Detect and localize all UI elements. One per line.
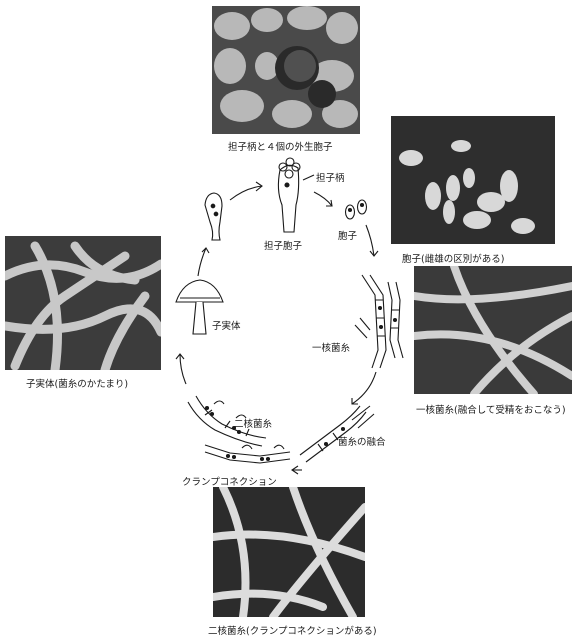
label-spore: 胞子: [338, 228, 357, 242]
label-monokaryotic-hypha: 一核菌糸: [312, 340, 350, 354]
spore-drawing: [346, 200, 367, 219]
dikaryon-photo-caption: 二核菌糸(クランプコネクションがある): [208, 623, 377, 637]
label-clamp-connection: クランプコネクション: [182, 474, 277, 488]
monokaryon-photo-caption: 一核菌糸(融合して受精をおこなう): [416, 402, 566, 416]
spore-photo-caption: 胞子(雌雄の区別がある): [402, 251, 504, 265]
basidium-drawing: [278, 158, 314, 232]
monokaryotic-hypha-drawing: [355, 275, 403, 368]
label-basidiospore: 担子胞子: [264, 238, 302, 252]
label-dikaryotic-hypha: 二核菌糸: [234, 416, 272, 430]
basidium-photo-caption: 担子柄と４個の外生胞子: [228, 139, 333, 153]
label-basidium: 担子柄: [316, 170, 345, 184]
dikaryon-photo: [213, 487, 365, 617]
monokaryon-photo: [414, 266, 572, 394]
spore-photo: [391, 116, 555, 244]
fruiting-body-photo: [5, 236, 161, 370]
basidiospore-drawing: [205, 193, 222, 240]
label-hyphal-fusion: 菌糸の融合: [338, 434, 386, 448]
cycle-arrows: [176, 182, 378, 474]
fruiting-body-photo-caption: 子実体(菌糸のかたまり): [26, 376, 128, 390]
basidium-photo: [212, 6, 360, 134]
label-fruiting-body: 子実体: [212, 318, 241, 332]
